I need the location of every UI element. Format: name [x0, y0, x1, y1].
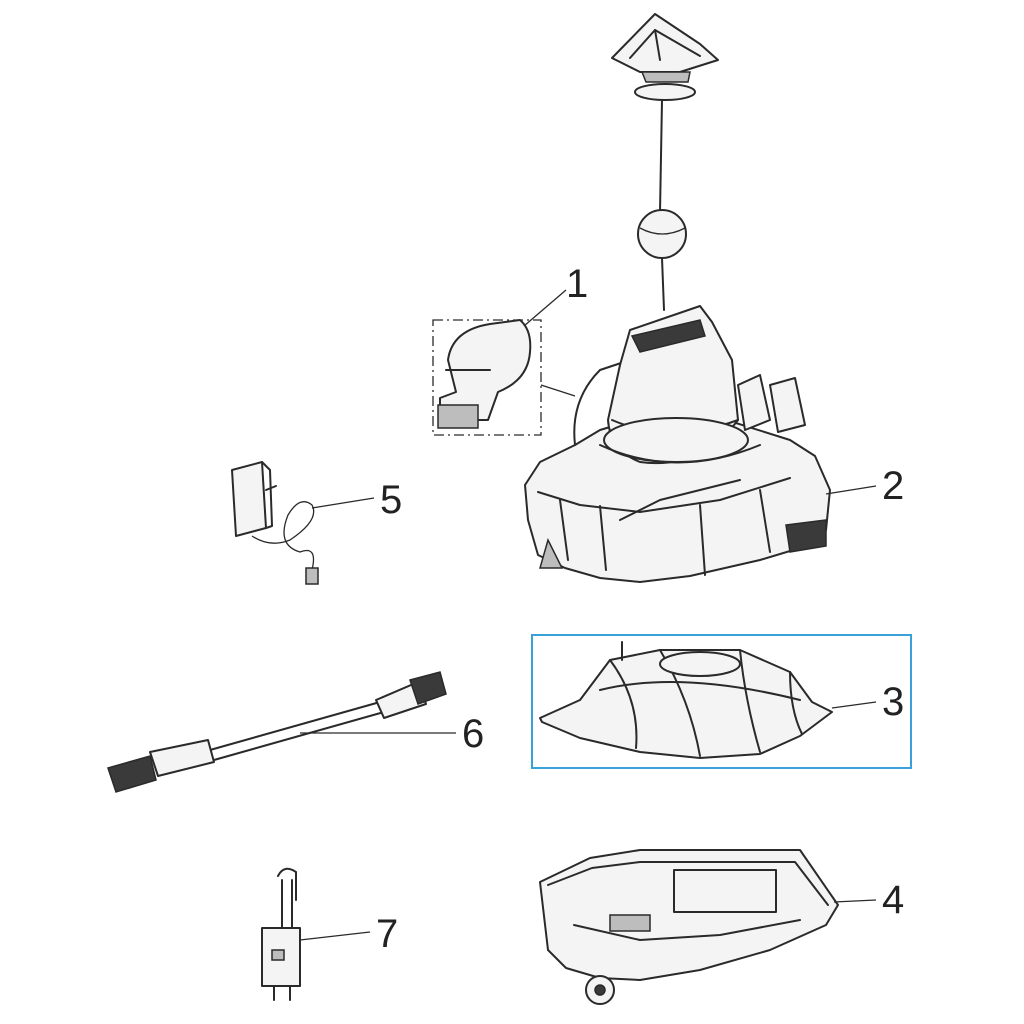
part-1-filter-cover — [432, 289, 576, 436]
callout-5: 5 — [380, 478, 403, 522]
callout-3: 3 — [882, 680, 905, 724]
callout-1: 1 — [566, 262, 589, 306]
callout-7: 7 — [376, 912, 399, 956]
callout-2: 2 — [882, 464, 905, 508]
part-5-power-adapter — [231, 461, 375, 585]
part-7-sensor — [261, 867, 371, 1001]
float-antenna — [611, 13, 719, 311]
part-3-filter-basket — [539, 641, 877, 759]
part-2-robot-body — [524, 305, 877, 583]
callout-6: 6 — [462, 712, 485, 756]
part-3-highlight-frame — [531, 634, 912, 769]
callout-4: 4 — [882, 878, 905, 922]
part-6-cable — [107, 671, 456, 793]
part-4-bottom-base — [539, 849, 877, 1005]
